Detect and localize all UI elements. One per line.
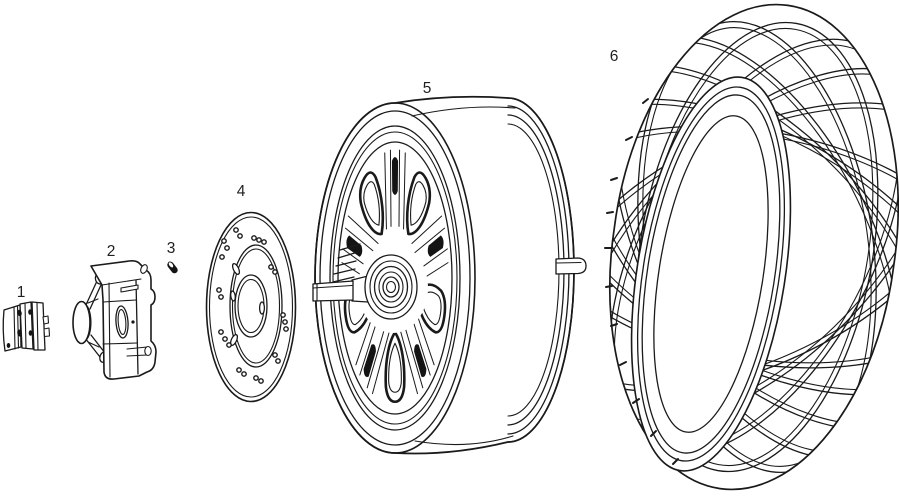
tire-edge-notches	[604, 98, 679, 465]
part-1-label: 1	[17, 284, 26, 301]
pad-spring-clips	[6, 309, 33, 348]
pad-friction-plate-right	[31, 301, 46, 351]
brake-disc-illustration	[205, 211, 297, 403]
pad-clip-tab	[43, 327, 51, 338]
part-4-label: 4	[237, 183, 246, 200]
pad-friction-plate-middle	[19, 301, 34, 350]
part-5-label: 5	[423, 80, 432, 97]
part-3-label: 3	[167, 240, 176, 257]
part-2-label: 2	[107, 243, 116, 260]
hub-bearing-boss	[364, 254, 418, 320]
disc-hub-hole	[234, 274, 268, 338]
brake-pads-illustration	[2, 301, 51, 352]
caliper-mount-bolt	[126, 345, 152, 357]
tire-sidewall-bead-rings	[630, 76, 792, 472]
wheel-rim-illustration	[312, 95, 587, 455]
wheel-vent-serrations	[332, 243, 361, 283]
part-6-label: 6	[610, 48, 619, 65]
wheel-silhouette	[314, 95, 575, 455]
caliper-piston-window	[115, 305, 129, 339]
brake-caliper-illustration	[72, 260, 157, 380]
caliper-lug-hole	[140, 264, 148, 274]
caliper-piston-boss	[72, 298, 100, 348]
caliper-bleeder-slot	[120, 284, 139, 293]
disc-center-band	[229, 244, 283, 368]
tire-illustration	[604, 3, 899, 491]
wheel-front-rim-rings	[314, 102, 476, 454]
pad-clip-tab	[42, 315, 50, 325]
disc-vent-holes	[216, 227, 289, 384]
axle-stub-right	[555, 257, 587, 275]
pin-bolt-illustration	[167, 261, 178, 274]
